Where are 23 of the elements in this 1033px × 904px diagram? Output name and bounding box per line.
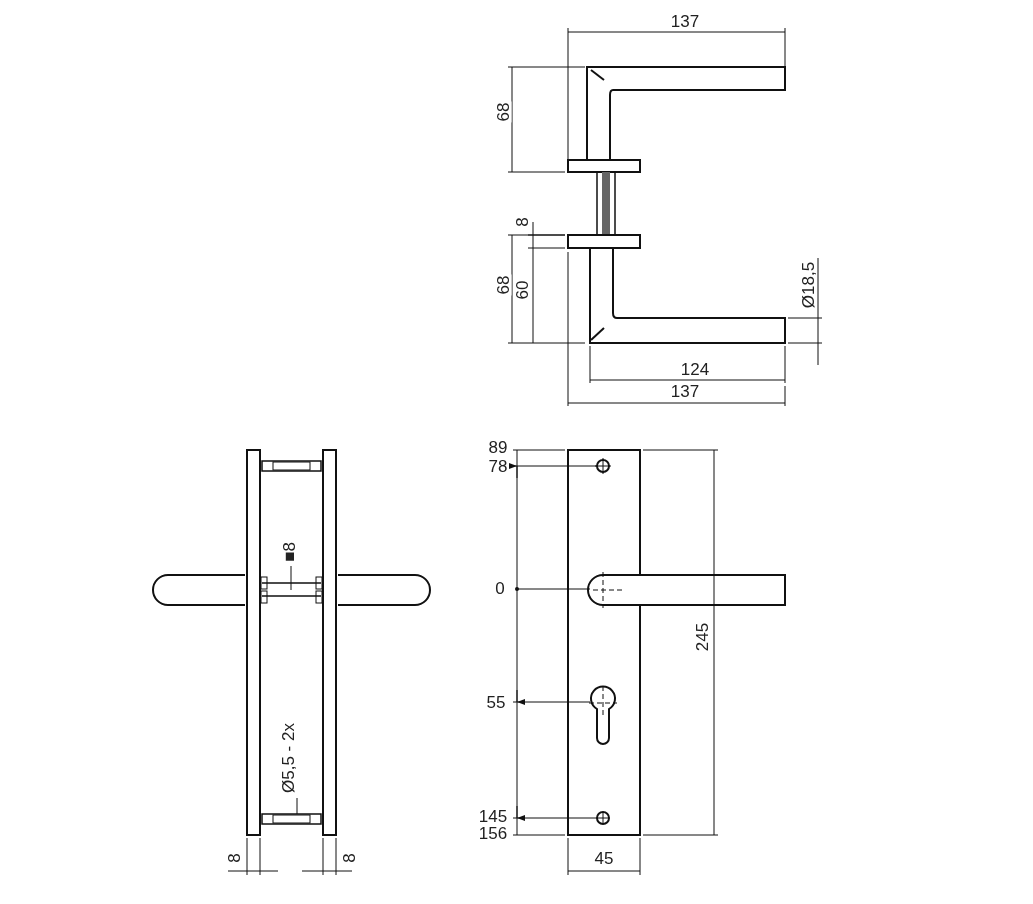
leader-line xyxy=(290,565,292,591)
dimension-label: 68 xyxy=(494,274,512,296)
dimension-label: 8 xyxy=(340,852,358,864)
dimension-label: 8 xyxy=(513,216,531,228)
dimension-label: 8 xyxy=(225,852,243,864)
dimension-label: 245 xyxy=(693,621,711,653)
dimension-label: 0 xyxy=(494,579,506,597)
screw-drawing xyxy=(261,813,322,825)
dimension-label: 68 xyxy=(494,101,512,123)
dimension-label: 124 xyxy=(679,360,711,378)
dimension-label: ■8 xyxy=(280,541,298,563)
dimension-label: 156 xyxy=(477,824,509,842)
dimension-label: 137 xyxy=(669,382,701,400)
dimension-label: 89 xyxy=(487,438,509,456)
dimension-label: Ø18,5 xyxy=(799,260,817,310)
dimension-label: 78 xyxy=(487,457,509,475)
dimension-label: 55 xyxy=(485,693,507,711)
dimension-label: 60 xyxy=(513,279,531,301)
dimension-label: 137 xyxy=(669,12,701,30)
leader-line xyxy=(296,797,298,815)
dimension-label: Ø5,5 - 2x xyxy=(279,722,297,794)
dimension-label: 45 xyxy=(593,849,615,867)
dimension-label: 145 xyxy=(477,807,509,825)
